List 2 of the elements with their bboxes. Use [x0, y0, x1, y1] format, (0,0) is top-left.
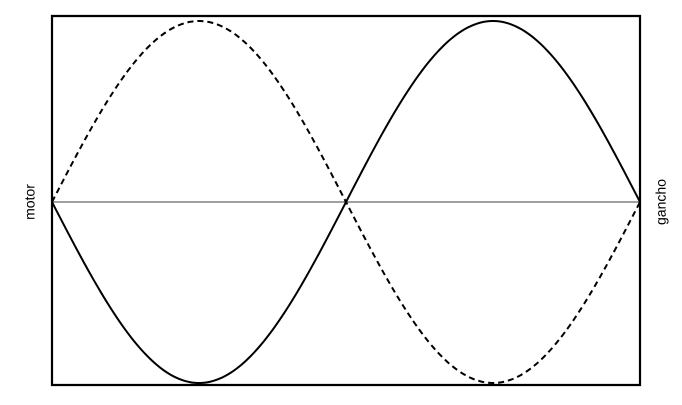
end-label: gancho — [655, 180, 669, 224]
end-label: motor — [25, 184, 35, 219]
